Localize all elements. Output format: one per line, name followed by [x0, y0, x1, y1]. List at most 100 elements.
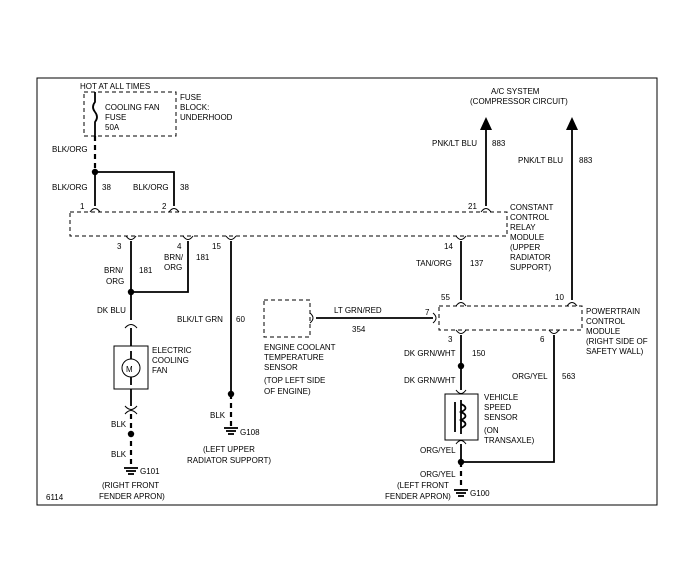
connector-pin-1 — [89, 208, 101, 213]
pin-label-21: 21 — [468, 202, 477, 211]
wire-label-blk-lt-grn: BLK/LT GRN — [177, 315, 223, 324]
pin-label-6: 6 — [540, 335, 545, 344]
wire-label-38-left: 38 — [102, 183, 111, 192]
wire-label-blk-1: BLK — [111, 420, 127, 429]
wire-label-brn-org-2a: BRN/ — [164, 253, 184, 262]
wire-label-blk-org-left: BLK/ORG — [52, 183, 88, 192]
connector-pin-3 — [125, 235, 137, 240]
pcm-label: POWERTRAIN CONTROL MODULE (RIGHT SIDE OF… — [586, 307, 648, 356]
vss-coil-icon — [458, 400, 467, 434]
pin-label-55: 55 — [441, 293, 450, 302]
ect-sensor-box — [263, 299, 311, 338]
pcm-label-1: POWERTRAIN — [586, 307, 640, 316]
pin-label-14: 14 — [444, 242, 453, 251]
vss-label-4: (ON — [484, 426, 499, 435]
wire-label-563: 563 — [562, 372, 576, 381]
pcm-label-4: (RIGHT SIDE OF — [586, 337, 648, 346]
vss-sensor-box — [444, 393, 479, 441]
pcm-label-2: CONTROL — [586, 317, 626, 326]
vss-label-2: SPEED — [484, 403, 511, 412]
arrow-to-ac-2 — [566, 117, 578, 130]
g100-location-2: FENDER APRON) — [385, 492, 451, 501]
pin-label-3b: 3 — [448, 335, 453, 344]
ccrm-label-4: MODULE — [510, 233, 544, 242]
ect-label-2: TEMPERATURE — [264, 353, 324, 362]
wire-org-yel-563 — [461, 335, 555, 463]
fan-connector-top — [124, 324, 138, 329]
connector-pin-10 — [566, 302, 578, 307]
hot-at-all-times-label: HOT AT ALL TIMES — [80, 82, 150, 91]
wire-label-dk-grn-wht-1: DK GRN/WHT — [404, 349, 456, 358]
fuse-symbol — [92, 92, 98, 136]
wire-label-883-2: 883 — [579, 156, 593, 165]
vss-label-5: TRANSAXLE) — [484, 436, 535, 445]
ect-label-5: OF ENGINE) — [264, 387, 311, 396]
g101-location-1: (RIGHT FRONT — [102, 481, 159, 490]
ect-label-3: SENSOR — [264, 363, 298, 372]
vss-connector-bottom — [455, 440, 467, 445]
fuse-block-label-2: BLOCK: — [180, 103, 209, 112]
wire-label-137: 137 — [470, 259, 484, 268]
connector-pin-55 — [455, 302, 467, 307]
fuse-name-line-2: FUSE — [105, 113, 126, 122]
ccrm-module-box — [69, 211, 508, 237]
wire-label-60: 60 — [236, 315, 245, 324]
pin-label-4: 4 — [177, 242, 182, 251]
splice-dk-grn-wht — [457, 362, 465, 370]
pcm-module-box — [438, 305, 583, 331]
fan-connector-bottom-2 — [124, 410, 138, 415]
ground-g101-icon — [124, 467, 138, 475]
arrow-to-ac-1 — [480, 117, 492, 130]
connector-pin-2 — [168, 208, 180, 213]
ac-system-label-1: A/C SYSTEM — [491, 87, 540, 96]
ccrm-label-6: RADIATOR — [510, 253, 551, 262]
ccrm-label-5: (UPPER — [510, 243, 540, 252]
fuse-name-line-1: COOLING FAN — [105, 103, 160, 112]
connector-pin-7 — [432, 312, 437, 324]
ccrm-label: CONSTANT CONTROL RELAY MODULE (UPPER RAD… — [510, 203, 554, 272]
ccrm-label-2: CONTROL — [510, 213, 550, 222]
figure-number: 6114 — [46, 493, 64, 502]
wire-label-blk-3: BLK — [210, 411, 226, 420]
fuse-name-line-3: 50A — [105, 123, 120, 132]
ground-label-g101: G101 — [140, 467, 160, 476]
vss-label-1: VEHICLE — [484, 393, 518, 402]
wire-label-dk-blu: DK BLU — [97, 306, 126, 315]
splice-brn-org — [127, 288, 135, 296]
wire-label-181-2: 181 — [196, 253, 210, 262]
pcm-label-3: MODULE — [586, 327, 620, 336]
pin-label-2: 2 — [162, 202, 167, 211]
pin-label-3: 3 — [117, 242, 122, 251]
wire-label-brn-org-1b: ORG — [106, 277, 124, 286]
fan-motor-symbol: M — [126, 365, 133, 374]
ground-label-g100: G100 — [470, 489, 490, 498]
connector-pin-6 — [548, 329, 560, 334]
ccrm-label-3: RELAY — [510, 223, 536, 232]
vss-label-3: SENSOR — [484, 413, 518, 422]
pin-label-10: 10 — [555, 293, 564, 302]
ground-g100-icon — [454, 489, 468, 497]
splice-blk-fan — [127, 430, 135, 438]
fan-connector-bottom — [124, 405, 138, 410]
wire-label-lt-grn-red: LT GRN/RED — [334, 306, 382, 315]
fuse-block: HOT AT ALL TIMES COOLING FAN FUSE 50A FU… — [80, 82, 233, 137]
wire-label-blk-2: BLK — [111, 450, 127, 459]
wire-label-38-right: 38 — [180, 183, 189, 192]
wire-label-tan-org: TAN/ORG — [416, 259, 452, 268]
wire-label-pnk-lt-blu-2: PNK/LT BLU — [518, 156, 563, 165]
g108-location-2: RADIATOR SUPPORT) — [187, 456, 271, 465]
wire-label-150: 150 — [472, 349, 486, 358]
fan-label-2: COOLING — [152, 356, 189, 365]
ect-label-1: ENGINE COOLANT — [264, 343, 336, 352]
fan-label-1: ELECTRIC — [152, 346, 192, 355]
fuse-block-label-1: FUSE — [180, 93, 201, 102]
connector-pin-4 — [182, 235, 194, 240]
ac-system-label-2: (COMPRESSOR CIRCUIT) — [470, 97, 568, 106]
wire-label-org-yel-3: ORG/YEL — [420, 470, 456, 479]
ccrm-label-1: CONSTANT — [510, 203, 554, 212]
g101-location-2: FENDER APRON) — [99, 492, 165, 501]
wire-label-org-yel-2: ORG/YEL — [420, 446, 456, 455]
wire-label-blk-org-top: BLK/ORG — [52, 145, 88, 154]
connector-pin-15 — [225, 235, 237, 240]
wire-label-354: 354 — [352, 325, 366, 334]
